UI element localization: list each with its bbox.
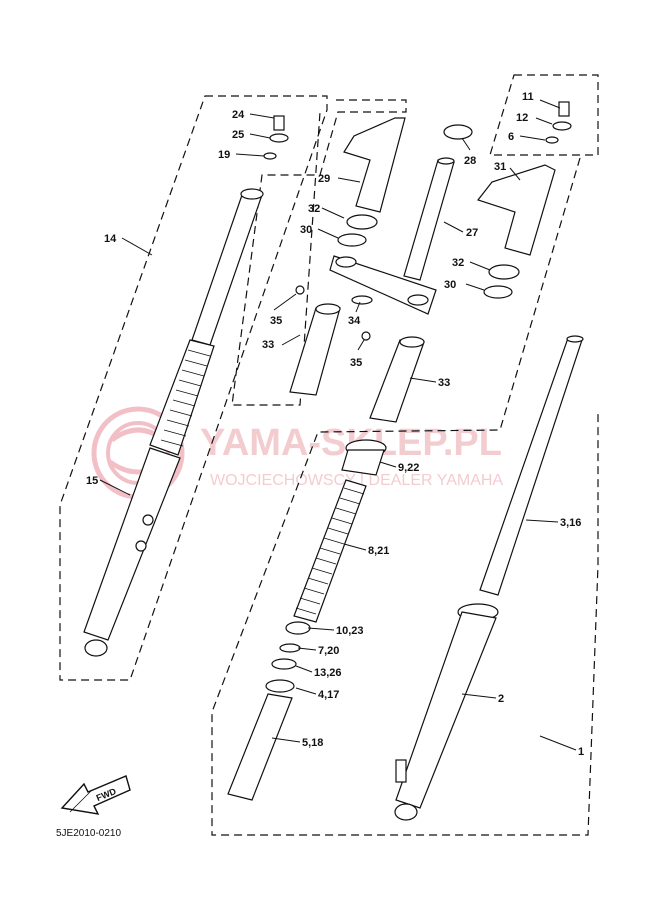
callout-13-26: 13,26 — [314, 667, 342, 679]
callout-30-upper: 30 — [300, 224, 312, 236]
callout-3-16: 3,16 — [560, 517, 581, 529]
washer-12-icon — [552, 121, 572, 131]
caliper-mount — [395, 759, 407, 783]
fork-assembly-right — [394, 335, 584, 821]
boot-left — [149, 339, 215, 456]
callout-6: 6 — [508, 131, 514, 143]
cover-33-left — [289, 307, 341, 396]
bolt-set-left — [263, 115, 289, 160]
fork-assembly-left — [83, 188, 264, 657]
ring-6-icon — [545, 136, 559, 144]
callout-5-18: 5,18 — [302, 737, 323, 749]
callout-14: 14 — [104, 233, 117, 245]
bearing-32-upper — [346, 214, 378, 230]
spring-coils — [295, 487, 365, 615]
callout-32-upper: 32 — [308, 203, 320, 215]
group-outline-center — [231, 99, 407, 406]
race-30-upper — [337, 233, 367, 247]
callout-7-20: 7,20 — [318, 645, 339, 657]
washer-25-icon — [269, 133, 289, 143]
bushing-4 — [265, 679, 295, 693]
callout-15: 15 — [86, 475, 98, 487]
steering-stem — [295, 124, 520, 341]
ring-19-icon — [263, 152, 277, 160]
callout-33-right: 33 — [438, 377, 450, 389]
callout-35-lower: 35 — [350, 357, 362, 369]
callout-32-lower: 32 — [452, 257, 464, 269]
inner-tube-left — [191, 194, 263, 346]
callout-11: 11 — [522, 91, 534, 103]
seal-10 — [285, 621, 311, 635]
callout-31: 31 — [494, 161, 506, 173]
bolt-35-lower — [361, 331, 371, 341]
callout-29: 29 — [318, 173, 330, 185]
headlight-bracket-left — [343, 117, 406, 213]
drain-bolt-left — [142, 514, 154, 526]
boot-ribs-left — [160, 349, 211, 447]
cover-33-right — [369, 339, 425, 423]
bolt-35-upper — [295, 285, 305, 295]
callout-35-upper: 35 — [270, 315, 282, 327]
clip-7 — [279, 643, 301, 653]
fork-internals — [227, 439, 387, 801]
race-30-lower — [483, 285, 513, 299]
dashed-groups — [59, 74, 599, 836]
outer-tube-left — [83, 447, 181, 641]
watermark-subtitle: WOJCIECHOWSCY | DEALER YAMAHA — [210, 472, 503, 489]
bolt-set-right — [545, 101, 572, 144]
callout-10-23: 10,23 — [336, 625, 364, 637]
callout-19: 19 — [218, 149, 230, 161]
bolt-11-icon — [558, 101, 570, 117]
callout-8-21: 8,21 — [368, 545, 389, 557]
stem-tube — [403, 159, 455, 281]
callout-4-17: 4,17 — [318, 689, 339, 701]
callout-9-22: 9,22 — [398, 462, 419, 474]
callout-25: 25 — [232, 129, 244, 141]
callout-2: 2 — [498, 693, 504, 705]
headlight-bracket-right — [477, 164, 556, 256]
callouts: 1 2 3,16 4,17 5,18 6 7,20 8,21 9,22 10,2… — [86, 91, 584, 758]
group-outline-left — [59, 95, 328, 681]
callout-1: 1 — [578, 746, 584, 758]
callout-34: 34 — [348, 315, 361, 327]
fwd-arrow-icon: FWD — [60, 775, 131, 815]
cap-left — [240, 188, 264, 200]
outer-tube-2 — [395, 611, 497, 809]
callout-24: 24 — [232, 109, 245, 121]
callout-33-left: 33 — [262, 339, 274, 351]
damper-rod-5 — [227, 693, 293, 801]
inner-tube-3 — [479, 337, 583, 596]
bearing-32-lower — [488, 264, 520, 280]
callout-27: 27 — [466, 227, 478, 239]
washer-13 — [271, 658, 297, 670]
callout-28: 28 — [464, 155, 476, 167]
covers-33 — [289, 303, 425, 423]
pinch-bolt-left — [135, 540, 147, 552]
clip-34 — [351, 295, 373, 305]
group-outline-top-right — [489, 74, 599, 156]
group-outline-lower — [211, 157, 599, 836]
axle-boss-left — [84, 639, 108, 657]
callout-30-lower: 30 — [444, 279, 456, 291]
bolt-24-icon — [273, 115, 285, 131]
diagram-code: 5JE2010-0210 — [56, 828, 121, 839]
leader-lines — [99, 99, 577, 751]
seal-28 — [443, 124, 473, 140]
axle-boss-right — [394, 803, 418, 821]
callout-12: 12 — [516, 112, 528, 124]
